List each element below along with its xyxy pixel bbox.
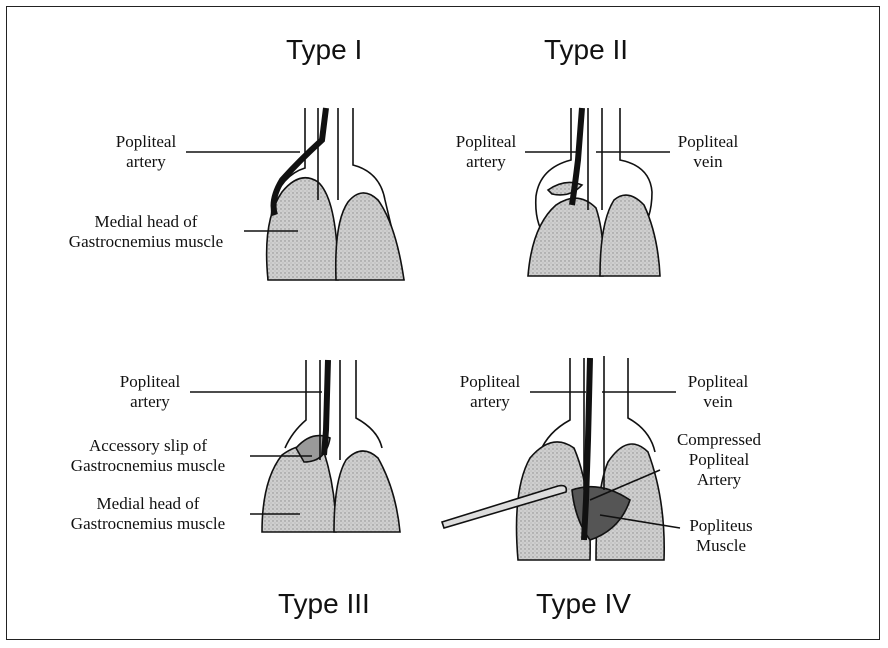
vessel-channel	[583, 356, 605, 490]
popliteal-artery	[270, 107, 329, 216]
lateral-gastrocnemius-head	[333, 450, 401, 533]
retractor-probe	[440, 484, 568, 529]
title-type-3: Type III	[278, 588, 370, 619]
compressed-leader	[589, 469, 661, 501]
medial-gastrocnemius-head	[261, 444, 337, 533]
title-type-4: Type IV	[536, 588, 631, 619]
lateral-gastrocnemius-head	[599, 194, 661, 277]
panel-type-3	[190, 359, 401, 533]
panel-type-2	[525, 107, 670, 277]
title-type-2: Type II	[544, 34, 629, 65]
vessel-channel	[317, 108, 339, 200]
title-type-1: Type I	[286, 34, 363, 65]
figure-frame	[6, 6, 880, 640]
popliteal-artery	[569, 107, 585, 206]
vessel-channel	[319, 360, 341, 460]
femur-outline	[284, 360, 383, 449]
femur-outline	[539, 358, 656, 453]
lateral-gastrocnemius-head	[334, 192, 405, 281]
popliteal-artery	[321, 359, 331, 456]
popliteal-artery	[581, 357, 593, 541]
panel-type-1	[186, 107, 405, 281]
vessel-channel	[587, 108, 603, 210]
medial-gastrocnemius-head	[527, 197, 605, 277]
medial-gastrocnemius-head	[265, 176, 339, 281]
popliteus-leader	[599, 514, 681, 529]
panel-type-4	[440, 356, 681, 561]
